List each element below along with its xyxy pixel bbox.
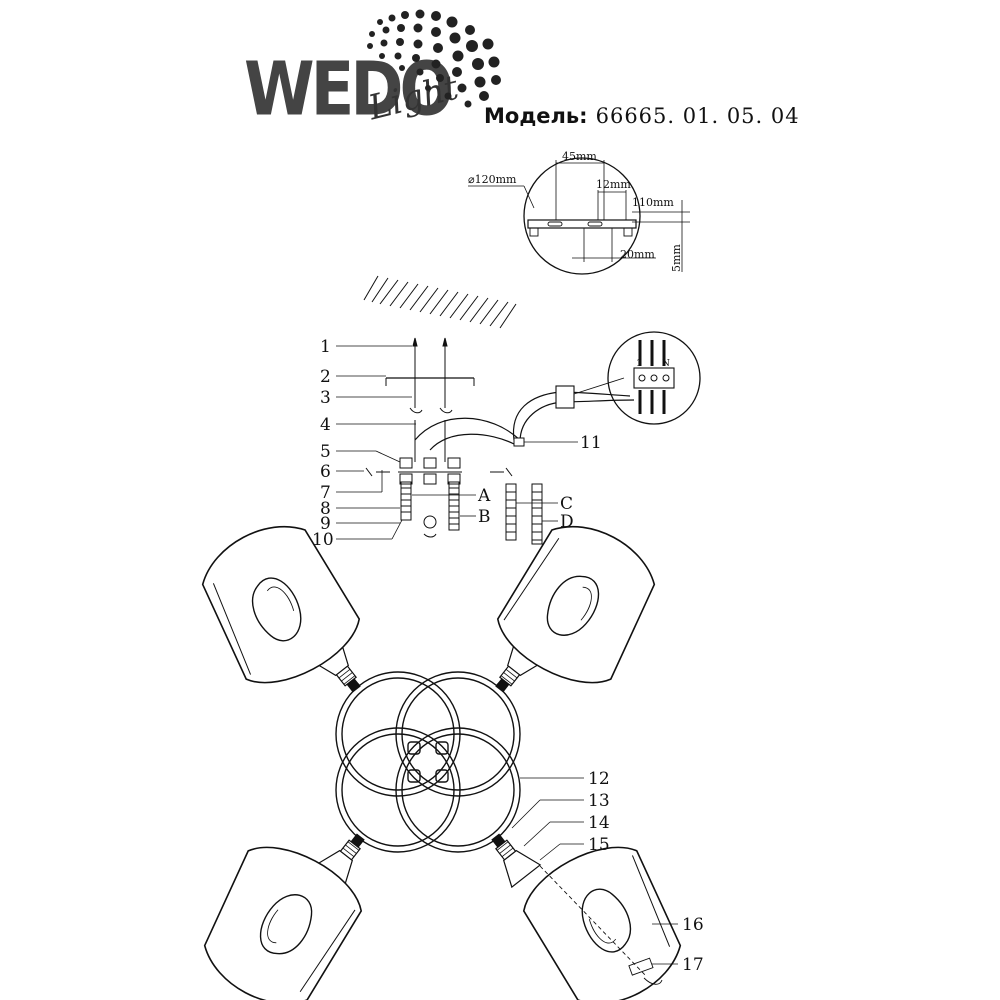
part-number-label: 15 (588, 835, 610, 855)
dim-diameter: ⌀120mm (468, 173, 517, 186)
part-letter-label: B (478, 507, 491, 527)
dim-offset: 20mm (620, 248, 655, 261)
part-number-label: 13 (588, 791, 610, 811)
bulb-exploded (539, 865, 663, 985)
socket-bottom-right (480, 824, 541, 888)
part-number-label: 3 (320, 388, 331, 408)
part-number-label: 7 (320, 483, 331, 503)
mounting-plate-detail (468, 157, 690, 275)
part-number-label: 11 (580, 433, 602, 453)
part-number-label: 5 (320, 442, 331, 462)
dim-width: 110mm (632, 196, 674, 209)
part-number-label: 4 (320, 415, 331, 435)
glass-shade-bottom-right (512, 830, 697, 1000)
part-leader-lines-lower (511, 777, 678, 965)
part-letter-label: A (477, 486, 491, 506)
dim-slot: 12mm (596, 178, 631, 191)
brand-logo-dots (367, 9, 501, 108)
part-number-label: 2 (320, 367, 331, 387)
part-number-label: 16 (682, 915, 704, 935)
fixture-arms (344, 669, 512, 855)
brand-logo-wordmark: WEDO (244, 48, 454, 134)
ceiling-hatch (363, 275, 517, 329)
part-number-label: 9 (320, 514, 331, 534)
mounting-hardware (365, 337, 635, 545)
part-number-label: 1 (320, 337, 331, 357)
model-label: Модель: (484, 104, 588, 128)
part-number-label: 14 (588, 813, 610, 833)
part-number-label: 6 (320, 462, 331, 482)
terminal-block-detail (607, 331, 701, 425)
model-number: 66665. 01. 05. 04 (595, 104, 800, 128)
terminal-pin-n: N (662, 359, 670, 369)
dim-thickness: 5mm (670, 244, 683, 272)
terminal-pin-1: 1 (636, 359, 642, 369)
fixture-rings (335, 671, 521, 853)
part-number-label: 12 (588, 769, 610, 789)
part-leader-lines (336, 345, 578, 540)
part-number-label: 10 (312, 530, 334, 550)
model-heading: Модель: 66665. 01. 05. 04 (484, 104, 800, 128)
dim-spacing: 45mm (562, 150, 597, 163)
part-number-label: 17 (682, 955, 704, 975)
part-number-label: 8 (320, 499, 331, 519)
part-letter-label: C (560, 494, 573, 514)
part-number-labels-lower: 12 13 14 15 16 17 (588, 769, 704, 975)
